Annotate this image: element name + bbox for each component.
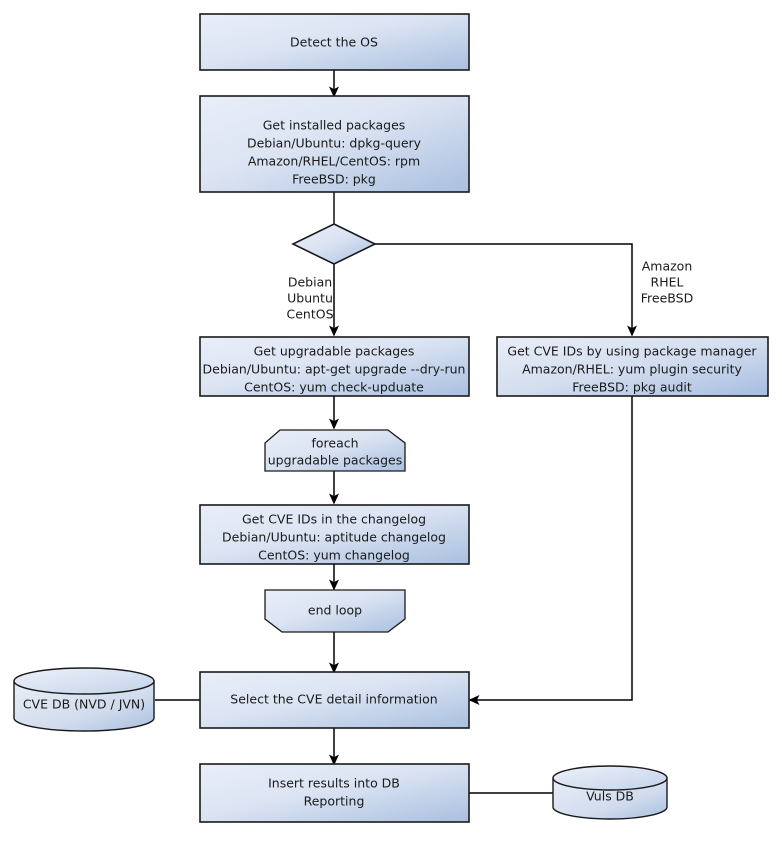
insert-results-line-1: Insert results into DB (268, 776, 400, 791)
edge-label-left-line-3: CentOS (286, 307, 333, 322)
node-insert-results[interactable]: Insert results into DB Reporting (199, 763, 470, 823)
node-cve-db[interactable]: CVE DB (NVD / JVN) (13, 667, 155, 732)
get-installed-packages-line-2: Debian/Ubuntu: dpkg-query (247, 136, 422, 151)
get-upgradable-packages-line-1: Get upgradable packages (254, 344, 415, 359)
get-upgradable-packages-line-3: CentOS: yum check-upduate (244, 380, 424, 395)
node-end-loop[interactable]: end loop (264, 589, 406, 633)
select-cve-detail-label: Select the CVE detail information (230, 692, 437, 707)
node-os-decision[interactable] (291, 223, 377, 265)
insert-results-box[interactable] (199, 763, 470, 823)
edge-label-left-branch: Debian Ubuntu CentOS (286, 275, 333, 322)
os-decision-diamond[interactable] (291, 223, 377, 265)
end-loop-label: end loop (308, 603, 362, 618)
edge-package-manager-to-select (468, 396, 633, 705)
end-loop-shape[interactable] (264, 589, 406, 633)
get-cve-ids-changelog-line-1: Get CVE IDs in the changelog (242, 512, 426, 527)
detect-os-box[interactable] (199, 13, 470, 71)
get-upgradable-packages-box[interactable] (199, 336, 470, 397)
get-cve-ids-changelog-box[interactable] (199, 504, 470, 565)
edge-label-right-line-1: Amazon (642, 259, 693, 274)
edge-label-right-line-2: RHEL (651, 275, 684, 290)
get-cve-ids-package-manager-line-2: Amazon/RHEL: yum plugin security (522, 362, 742, 377)
node-get-cve-ids-changelog[interactable]: Get CVE IDs in the changelog Debian/Ubun… (199, 504, 470, 565)
get-installed-packages-line-1: Get installed packages (263, 118, 406, 133)
get-installed-packages-box[interactable] (199, 95, 470, 193)
get-upgradable-packages-line-2: Debian/Ubuntu: apt-get upgrade --dry-run (203, 362, 466, 377)
get-installed-packages-line-4: FreeBSD: pkg (292, 172, 376, 187)
edge-label-right-branch: Amazon RHEL FreeBSD (641, 259, 693, 306)
edge-layer (155, 70, 637, 794)
cve-db-cylinder-top (13, 667, 155, 695)
get-cve-ids-package-manager-box[interactable] (496, 336, 769, 397)
insert-results-line-2: Reporting (304, 794, 365, 809)
node-get-installed-packages[interactable]: Get installed packages Debian/Ubuntu: dp… (199, 95, 470, 193)
edge-label-right-line-3: FreeBSD (641, 291, 693, 306)
vuls-db-label: Vuls DB (586, 789, 634, 804)
foreach-loop-start-line-1: foreach (311, 436, 358, 451)
detect-os-label: Detect the OS (290, 35, 378, 50)
select-cve-detail-box[interactable] (199, 671, 470, 729)
foreach-loop-start-line-2: upgradable packages (268, 453, 403, 468)
cve-db-label: CVE DB (NVD / JVN) (23, 697, 145, 712)
cve-db-cylinder-body[interactable] (13, 680, 155, 732)
get-cve-ids-package-manager-line-1: Get CVE IDs by using package manager (507, 344, 757, 359)
node-foreach-loop-start[interactable]: foreach upgradable packages (264, 429, 406, 472)
node-detect-os[interactable]: Detect the OS (199, 13, 470, 71)
node-vuls-db[interactable]: Vuls DB (552, 765, 668, 820)
node-get-upgradable-packages[interactable]: Get upgradable packages Debian/Ubuntu: a… (199, 336, 470, 397)
node-select-cve-detail[interactable]: Select the CVE detail information (199, 671, 470, 729)
edge-label-left-line-2: Ubuntu (287, 291, 333, 306)
get-cve-ids-changelog-line-2: Debian/Ubuntu: aptitude changelog (222, 530, 446, 545)
edge-label-left-line-1: Debian (288, 275, 332, 290)
get-cve-ids-package-manager-line-3: FreeBSD: pkg audit (572, 380, 692, 395)
vuls-db-cylinder-top (552, 765, 668, 791)
edge-decision-to-package-manager (375, 243, 637, 337)
get-cve-ids-changelog-line-3: CentOS: yum changelog (258, 548, 410, 563)
node-get-cve-ids-package-manager[interactable]: Get CVE IDs by using package manager Ama… (496, 336, 769, 397)
foreach-loop-start-shape[interactable] (264, 429, 406, 472)
get-installed-packages-line-3: Amazon/RHEL/CentOS: rpm (248, 154, 420, 169)
